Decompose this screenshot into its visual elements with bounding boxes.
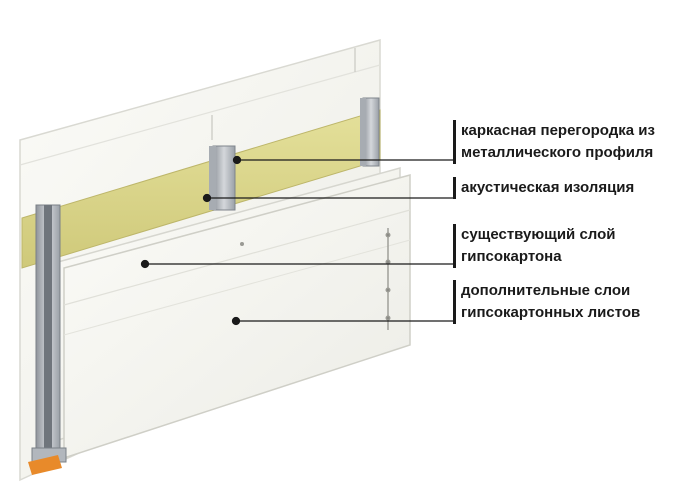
callout-line: металлического профиля — [461, 142, 655, 164]
callout-metal-frame: каркасная перегородка из металлического … — [453, 120, 655, 164]
callout-line: существующий слой — [461, 224, 616, 246]
callout-line: гипсокартонных листов — [461, 302, 640, 324]
screw — [240, 242, 244, 246]
callout-line: гипсокартона — [461, 246, 616, 268]
callout-line: дополнительные слои — [461, 280, 640, 302]
callout-acoustic-insulation: акустическая изоляция — [453, 177, 634, 199]
callout-line: каркасная перегородка из — [461, 120, 655, 142]
callout-line: акустическая изоляция — [461, 177, 634, 199]
metal-stud — [209, 146, 235, 210]
callout-additional-gypsum: дополнительные слои гипсокартонных листо… — [453, 280, 640, 324]
metal-stud — [360, 98, 379, 166]
callout-existing-gypsum: существующий слой гипсокартона — [453, 224, 616, 268]
